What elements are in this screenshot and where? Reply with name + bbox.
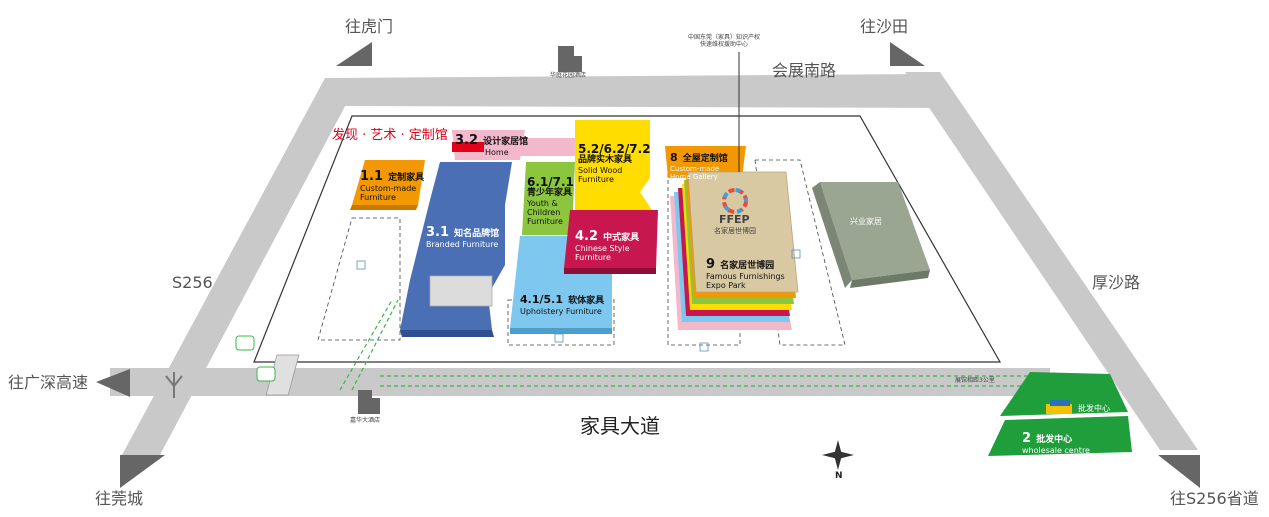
parking-icon xyxy=(699,342,709,352)
wholesale-lower[interactable] xyxy=(988,416,1132,456)
hall-4-2-block[interactable] xyxy=(564,210,658,268)
arrow-bottom-left-icon xyxy=(120,455,165,488)
green-route xyxy=(339,299,1035,391)
leaf-marker-icon xyxy=(256,366,276,382)
road-network xyxy=(110,72,1198,455)
toll-icon xyxy=(165,372,183,398)
hotel-top-icon xyxy=(558,46,582,72)
hall-9-block[interactable] xyxy=(670,171,799,330)
parking-icon xyxy=(791,249,801,259)
arrow-left-icon xyxy=(96,369,130,397)
road-west xyxy=(122,78,360,455)
arrow-top-right-icon xyxy=(890,42,925,66)
hall-3-2-block[interactable] xyxy=(452,130,525,160)
discover-red-box xyxy=(452,142,484,152)
road-east xyxy=(905,72,1198,450)
hall-8-block[interactable] xyxy=(665,146,746,178)
parking-icon xyxy=(554,333,564,343)
direction-arrows xyxy=(96,42,1200,488)
arrow-bottom-right-icon xyxy=(1158,455,1200,488)
compass-icon xyxy=(822,440,854,470)
road-south xyxy=(110,368,1050,396)
wholesale-building-icon xyxy=(1046,400,1072,414)
hall-6-1-block[interactable] xyxy=(522,162,575,235)
road-north xyxy=(325,74,950,108)
arrow-top-left-icon xyxy=(336,42,372,66)
hall-4-1-block[interactable] xyxy=(510,236,612,328)
hall-3-1-annex xyxy=(429,275,493,307)
hall-5-2-block[interactable] xyxy=(575,120,652,210)
leaf-marker-icon xyxy=(235,335,255,351)
hotel-bottom-icon xyxy=(358,390,380,414)
parking-icon xyxy=(356,260,366,270)
parking-icons xyxy=(356,249,801,352)
wholesale-upper[interactable] xyxy=(1000,372,1128,416)
hall-1-1-block[interactable] xyxy=(352,160,425,205)
xingye-building[interactable] xyxy=(820,182,930,280)
